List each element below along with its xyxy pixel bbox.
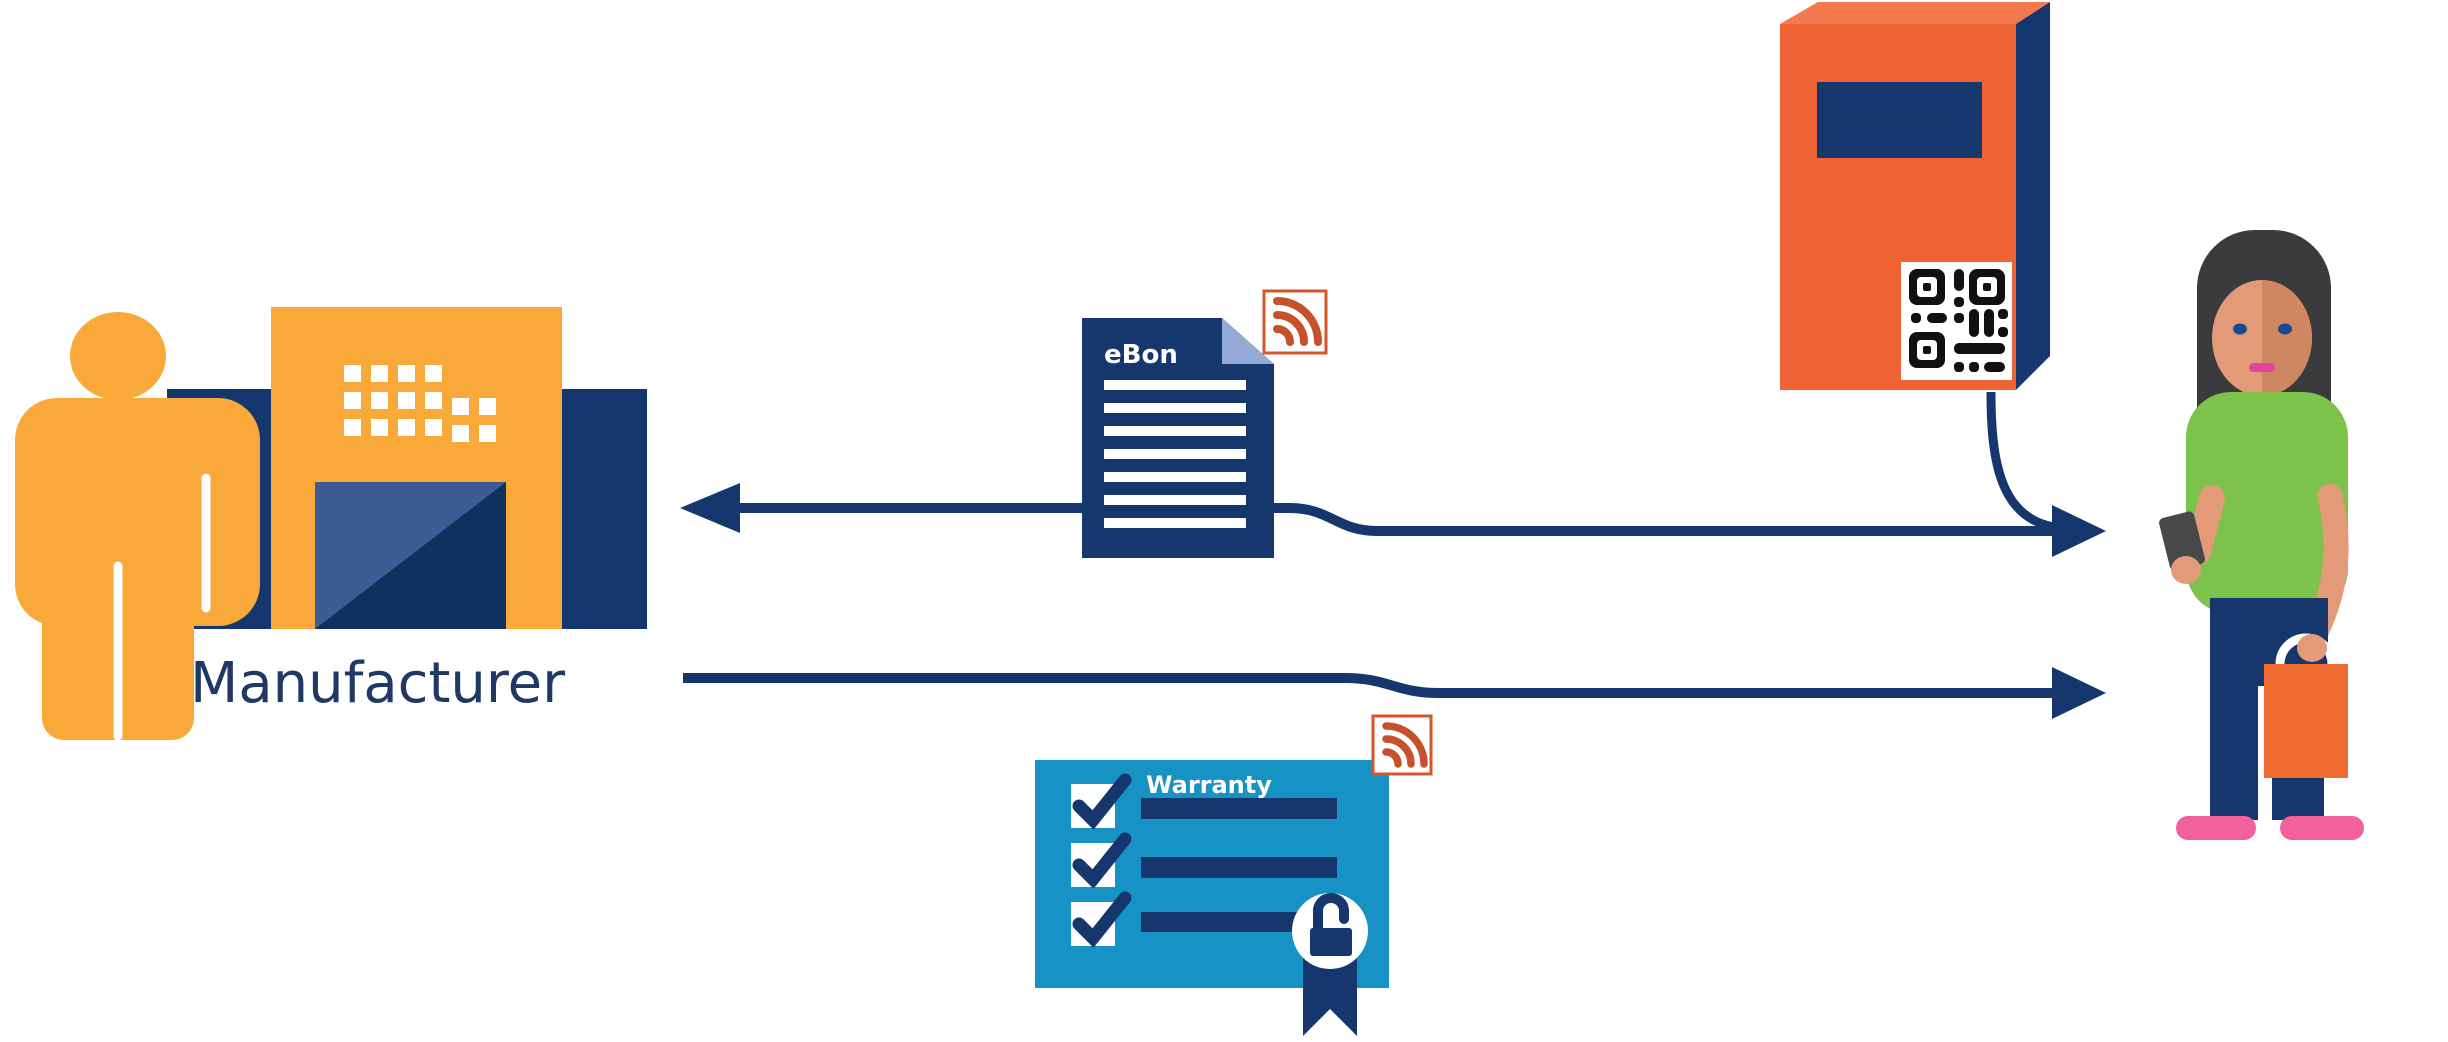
person-head — [70, 312, 166, 400]
unlocked-padlock-icon — [1292, 893, 1368, 969]
manufacturer-person-icon — [15, 312, 260, 741]
eye-right — [2278, 323, 2292, 335]
box-side — [2016, 2, 2050, 390]
qr-code-icon — [1901, 262, 2012, 380]
arrowhead-right-top-icon — [2052, 505, 2106, 557]
box-top — [1780, 2, 2050, 24]
arrow-shaft-top — [732, 503, 2058, 536]
arrow-shaft-bottom — [683, 673, 2058, 698]
shoe-right — [2280, 816, 2364, 840]
factory-door — [315, 482, 506, 629]
arrow-warranty-flow — [683, 667, 2106, 719]
shoe-left — [2176, 816, 2256, 840]
ebon-label: eBon — [1104, 340, 1178, 370]
consumer-icon — [2159, 230, 2364, 840]
ribbon-icon — [1303, 958, 1357, 1036]
checkbox-checked-icon — [1071, 773, 1132, 830]
warranty-text-bars — [1141, 798, 1337, 932]
product-box-icon — [1780, 2, 2050, 390]
arrowhead-right-bottom-icon — [2052, 667, 2106, 719]
eye-left — [2233, 323, 2247, 335]
factory-windows — [344, 365, 496, 442]
lips — [2249, 363, 2275, 372]
rfid-signal-icon — [1371, 714, 1433, 776]
manufacturer-label: Manufacturer — [190, 651, 566, 716]
right-hand — [2297, 634, 2327, 662]
manufacturer-icon: Manufacturer — [15, 307, 647, 741]
shirt — [2186, 392, 2348, 614]
checkbox-checked-icon — [1071, 832, 1132, 889]
ebon-document-icon: eBon — [1082, 289, 1328, 558]
rfid-signal-icon — [1262, 289, 1328, 355]
arrowhead-left-icon — [680, 483, 740, 533]
box-label — [1817, 82, 1982, 158]
hair-fringe — [2212, 246, 2312, 308]
bag-body — [2264, 664, 2348, 778]
double-arrow-ebon-flow — [680, 483, 2106, 557]
smartphone-icon — [2159, 511, 2205, 571]
left-hand — [2171, 556, 2201, 584]
document-text-lines — [1104, 380, 1246, 528]
checkbox-checked-icon — [1071, 891, 1132, 948]
document-fold-icon — [1222, 318, 1274, 364]
shopping-bag-icon — [2264, 633, 2348, 778]
qr-scan-arrow — [1986, 391, 2061, 533]
warranty-label: Warranty — [1146, 771, 1272, 799]
warranty-card-icon: Warranty — [1035, 714, 1433, 1036]
